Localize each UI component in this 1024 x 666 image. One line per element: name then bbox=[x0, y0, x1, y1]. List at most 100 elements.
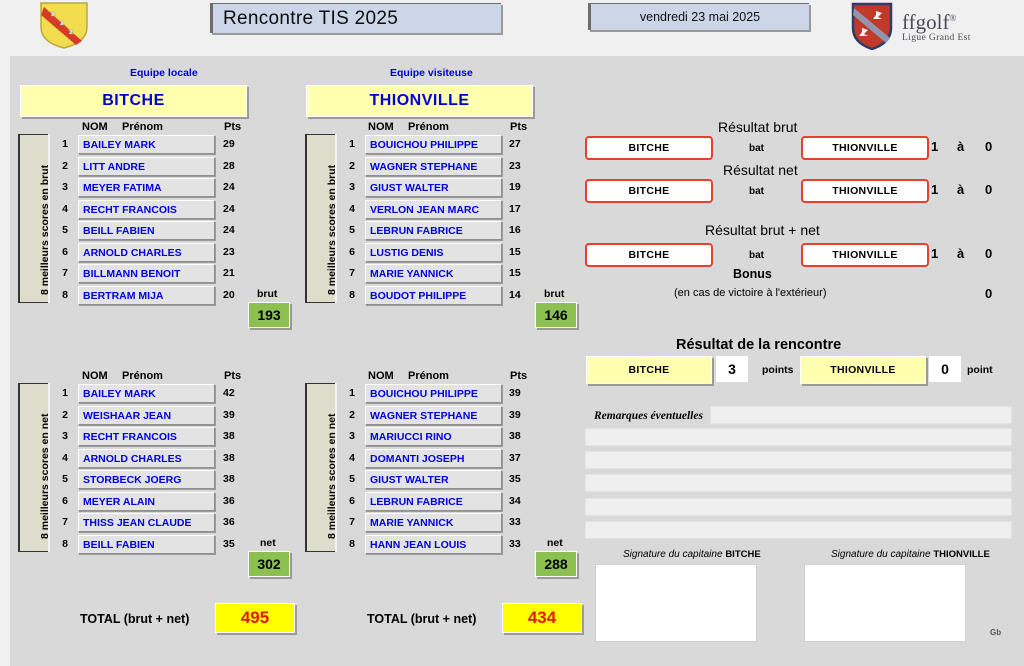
home-total-label: TOTAL (brut + net) bbox=[80, 612, 190, 626]
signature-away-team: THIONVILLE bbox=[933, 549, 990, 560]
away-brut-total-box: 146 bbox=[535, 302, 577, 328]
side-label-away-brut: 8 meilleurs scores en brut bbox=[305, 134, 338, 303]
name-home-net-7[interactable]: THISS JEAN CLAUDE bbox=[78, 513, 215, 532]
ffgolf-shield-icon bbox=[851, 2, 893, 51]
pts-away-net-5: 35 bbox=[509, 473, 521, 485]
name-away-brut-3[interactable]: GIUST WALTER bbox=[365, 178, 502, 197]
ffgolf-logo: ffgolf® Ligue Grand Est bbox=[850, 2, 1010, 52]
remarks-row-2[interactable] bbox=[585, 428, 1012, 446]
home-net-total-box: 302 bbox=[248, 551, 290, 577]
pts-home-brut-5: 24 bbox=[223, 224, 235, 236]
signature-home-team: BITCHE bbox=[725, 549, 761, 560]
pts-away-net-7: 33 bbox=[509, 516, 521, 528]
name-away-brut-8[interactable]: BOUDOT PHILIPPE bbox=[365, 286, 502, 305]
registered-icon: ® bbox=[949, 13, 957, 23]
name-away-net-7[interactable]: MARIE YANNICK bbox=[365, 513, 502, 532]
away-team-name-box[interactable]: THIONVILLE bbox=[306, 85, 533, 117]
remarks-row-6[interactable] bbox=[585, 521, 1012, 539]
remarks-row-5[interactable] bbox=[585, 498, 1012, 516]
name-away-net-8[interactable]: HANN JEAN LOUIS bbox=[365, 535, 502, 554]
name-home-brut-2[interactable]: LITT ANDRE bbox=[78, 157, 215, 176]
side-label-away-net-text: 8 meilleurs scores en net bbox=[326, 413, 338, 539]
name-away-net-5[interactable]: GIUST WALTER bbox=[365, 470, 502, 489]
name-home-brut-1[interactable]: BAILEY MARK bbox=[78, 135, 215, 154]
side-label-home-net-text: 8 meilleurs scores en net bbox=[39, 413, 51, 539]
away-total-box: 434 bbox=[502, 603, 582, 633]
name-home-net-5[interactable]: STORBECK JOERG bbox=[78, 470, 215, 489]
result-net-loser: THIONVILLE bbox=[801, 179, 929, 203]
ffgolf-league: Ligue Grand Est bbox=[902, 33, 971, 43]
home-team-label: Equipe locale bbox=[130, 67, 198, 79]
name-away-brut-5[interactable]: LEBRUN FABRICE bbox=[365, 221, 502, 240]
side-label-home-brut: 8 meilleurs scores en brut bbox=[18, 134, 51, 303]
name-home-net-3[interactable]: RECHT FRANCOIS bbox=[78, 427, 215, 446]
match-result-away-team: THIONVILLE bbox=[800, 356, 926, 384]
rank-home-net-5: 5 bbox=[62, 473, 68, 485]
pts-away-brut-4: 17 bbox=[509, 203, 521, 215]
rank-home-net-1: 1 bbox=[62, 387, 68, 399]
rank-home-net-4: 4 bbox=[62, 452, 68, 464]
col-header-prenom-home-net: Prénom bbox=[122, 370, 163, 382]
signature-home-prefix: Signature du capitaine bbox=[623, 549, 723, 560]
lorraine-coat-of-arms-icon bbox=[40, 2, 88, 49]
name-home-brut-8[interactable]: BERTRAM MIJA bbox=[78, 286, 215, 305]
name-home-net-6[interactable]: MEYER ALAIN bbox=[78, 492, 215, 511]
name-away-brut-1[interactable]: BOUICHOU PHILIPPE bbox=[365, 135, 502, 154]
name-away-brut-4[interactable]: VERLON JEAN MARC bbox=[365, 200, 502, 219]
remarks-row-4[interactable] bbox=[585, 474, 1012, 492]
col-header-pts-home-brut: Pts bbox=[224, 121, 242, 133]
result-net-losescore: 0 bbox=[985, 182, 993, 197]
name-home-brut-7[interactable]: BILLMANN BENOIT bbox=[78, 264, 215, 283]
signature-away-box[interactable] bbox=[804, 564, 966, 642]
side-label-away-brut-text: 8 meilleurs scores en brut bbox=[326, 164, 338, 295]
rank-away-brut-7: 7 bbox=[349, 267, 355, 279]
name-home-brut-4[interactable]: RECHT FRANCOIS bbox=[78, 200, 215, 219]
name-home-brut-5[interactable]: BEILL FABIEN bbox=[78, 221, 215, 240]
remarks-row-3[interactable] bbox=[585, 451, 1012, 469]
away-total-label: TOTAL (brut + net) bbox=[367, 612, 477, 626]
rank-home-brut-8: 8 bbox=[62, 289, 68, 301]
name-away-brut-2[interactable]: WAGNER STEPHANE bbox=[365, 157, 502, 176]
home-net-total: 302 bbox=[257, 556, 281, 572]
away-brut-total-label: brut bbox=[544, 288, 565, 300]
match-title-box: Rencontre TIS 2025 bbox=[210, 3, 501, 33]
name-home-net-1[interactable]: BAILEY MARK bbox=[78, 384, 215, 403]
home-brut-total-box: 193 bbox=[248, 302, 290, 328]
signature-home-box[interactable] bbox=[595, 564, 757, 642]
match-result-title: Résultat de la rencontre bbox=[676, 337, 842, 353]
away-net-total-label: net bbox=[547, 537, 563, 549]
footer-mark: Gb bbox=[990, 628, 1002, 637]
name-away-net-4[interactable]: DOMANTI JOSEPH bbox=[365, 449, 502, 468]
home-team-name-box[interactable]: BITCHE bbox=[20, 85, 247, 117]
pts-home-net-4: 38 bbox=[223, 452, 235, 464]
col-header-nom-away-net: NOM bbox=[368, 370, 394, 382]
name-away-brut-7[interactable]: MARIE YANNICK bbox=[365, 264, 502, 283]
name-home-net-2[interactable]: WEISHAAR JEAN bbox=[78, 406, 215, 425]
name-home-brut-3[interactable]: MEYER FATIMA bbox=[78, 178, 215, 197]
pts-home-brut-8: 20 bbox=[223, 289, 235, 301]
away-brut-total: 146 bbox=[544, 307, 568, 323]
rank-away-net-8: 8 bbox=[349, 538, 355, 550]
bonus-value: 0 bbox=[985, 286, 993, 301]
rank-away-net-4: 4 bbox=[349, 452, 355, 464]
match-result-home-points-label: points bbox=[762, 364, 794, 376]
name-away-brut-6[interactable]: LUSTIG DENIS bbox=[365, 243, 502, 262]
name-home-net-4[interactable]: ARNOLD CHARLES bbox=[78, 449, 215, 468]
pts-away-net-6: 34 bbox=[509, 495, 521, 507]
home-brut-total: 193 bbox=[257, 307, 281, 323]
name-away-net-2[interactable]: WAGNER STEPHANE bbox=[365, 406, 502, 425]
pts-away-brut-1: 27 bbox=[509, 138, 521, 150]
away-net-total-box: 288 bbox=[535, 551, 577, 577]
name-away-net-6[interactable]: LEBRUN FABRICE bbox=[365, 492, 502, 511]
bonus-note: (en cas de victoire à l'extérieur) bbox=[674, 287, 827, 299]
rank-away-brut-6: 6 bbox=[349, 246, 355, 258]
name-away-net-1[interactable]: BOUICHOU PHILIPPE bbox=[365, 384, 502, 403]
remarks-row-1[interactable] bbox=[710, 406, 1012, 424]
name-away-net-3[interactable]: MARIUCCI RINO bbox=[365, 427, 502, 446]
home-total-value: 495 bbox=[240, 608, 270, 627]
name-home-net-8[interactable]: BEILL FABIEN bbox=[78, 535, 215, 554]
pts-home-brut-3: 24 bbox=[223, 181, 235, 193]
result-net-a: à bbox=[957, 182, 965, 197]
name-home-brut-6[interactable]: ARNOLD CHARLES bbox=[78, 243, 215, 262]
rank-home-net-3: 3 bbox=[62, 430, 68, 442]
